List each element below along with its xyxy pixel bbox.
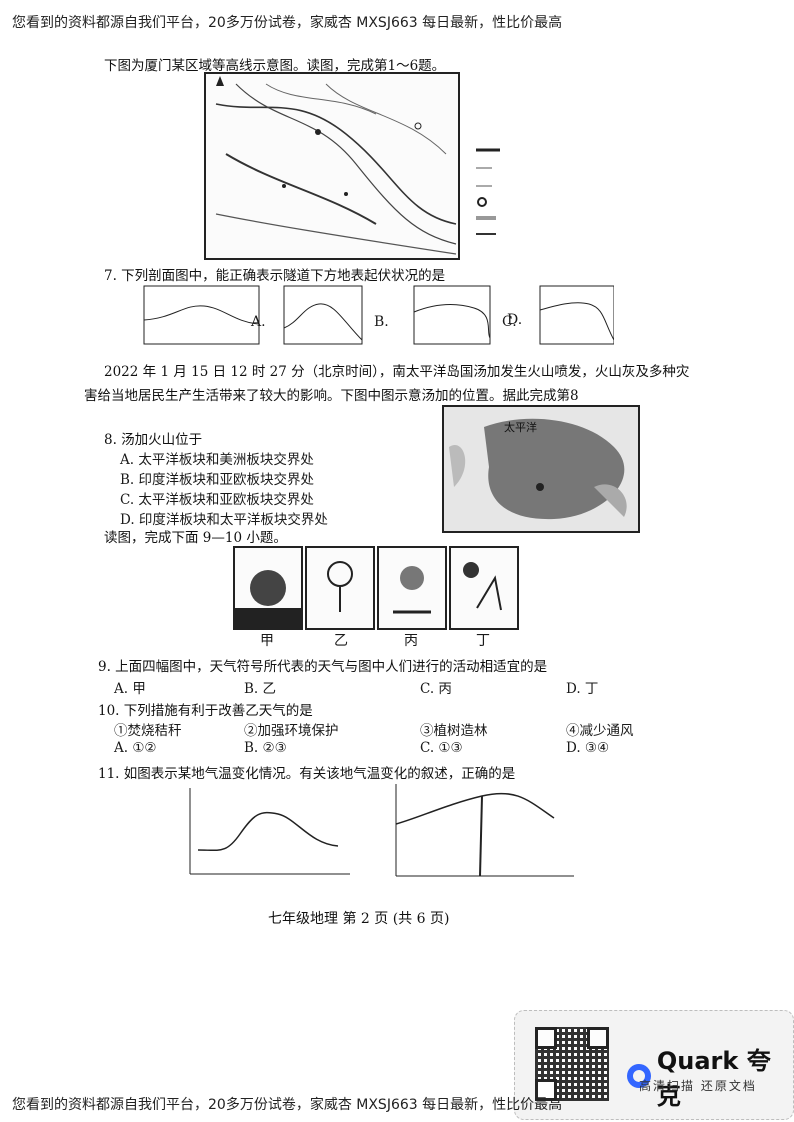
q7-option-c: C. [502,314,517,330]
tonga-location-map: 太平洋 [442,405,640,533]
passage-line-2: 害给当地居民生产生活带来了较大的影响。下图中图示意汤加的位置。据此完成第8 [84,388,579,404]
q7-option-b: B. [374,314,389,330]
question-8: 8. 汤加火山位于 [104,432,203,448]
question-10: 10. 下列措施有利于改善乙天气的是 [98,703,313,719]
quark-tagline: 高清扫描 还原文档 [639,1079,757,1093]
weather-panel-ding [449,546,519,630]
q9-option-c: C. 丙 [420,681,452,697]
q10-measure-3: ③植树造林 [420,723,488,739]
question-11: 11. 如图表示某地气温变化情况。有关该地气温变化的叙述，正确的是 [98,766,516,782]
q7-option-d: D. [507,312,523,328]
q7-option-a: A. [251,314,266,330]
temperature-graph-2 [378,780,578,890]
q7-profiles: A. B. C. [114,282,615,354]
weather-label-yi: 乙 [334,633,348,649]
q10-option-a: A. ①② [114,740,157,756]
map-intro: 下图为厦门某区域等高线示意图。读图，完成第1～6题。 [104,58,446,74]
q9-option-b: B. 乙 [244,681,277,697]
q10-measure-2: ②加强环境保护 [244,723,339,739]
quark-brand-name: Quark 夸克 [656,1047,771,1110]
temperature-graph-1 [170,784,354,890]
q8-option-d: D. 印度洋板块和太平洋板块交界处 [120,512,328,528]
intro-9-10: 读图，完成下面 9—10 小题。 [104,530,287,546]
question-7: 7. 下列剖面图中，能正确表示隧道下方地表起伏状况的是 [104,268,446,284]
q10-measure-4: ④减少通风 [566,723,634,739]
q9-option-a: A. 甲 [114,681,146,697]
q10-option-d: D. ③④ [566,740,610,756]
q10-option-b: B. ②③ [244,740,287,756]
weather-panel-jia [233,546,303,630]
quark-scan-badge: Quark 夸克 高清扫描 还原文档 [514,1010,794,1120]
q10-option-c: C. ①③ [420,740,463,756]
map-legend [462,140,522,250]
contour-map-figure [204,72,460,260]
quark-brand: Quark 夸克 [627,1041,793,1111]
weather-label-bing: 丙 [404,633,418,649]
weather-panel-yi [305,546,375,630]
page-footer: 七年级地理 第 2 页 (共 6 页) [268,911,450,927]
q8-option-a: A. 太平洋板块和美洲板块交界处 [120,452,314,468]
q8-option-b: B. 印度洋板块和亚欧板块交界处 [120,472,315,488]
watermark-banner-top: 您看到的资料都源自我们平台，20多万份试卷，家威杏 MXSJ663 每日最新，性… [12,15,563,31]
watermark-banner-bottom: 您看到的资料都源自我们平台，20多万份试卷，家威杏 MXSJ663 每日最新，性… [12,1097,563,1113]
passage-line-1: 2022 年 1 月 15 日 12 时 27 分（北京时间），南太平洋岛国汤加… [104,364,690,380]
qr-code-icon [535,1027,609,1101]
question-9: 9. 上面四幅图中，天气符号所代表的天气与图中人们进行的活动相适宜的是 [98,659,548,675]
weather-label-ding: 丁 [476,633,490,649]
q8-option-c: C. 太平洋板块和亚欧板块交界处 [120,492,314,508]
q10-measure-1: ①焚烧秸秆 [114,723,182,739]
weather-label-jia: 甲 [260,633,274,649]
ocean-label: 太平洋 [504,421,537,434]
q9-option-d: D. 丁 [566,681,599,697]
quark-logo-icon [627,1064,651,1088]
weather-panel-bing [377,546,447,630]
